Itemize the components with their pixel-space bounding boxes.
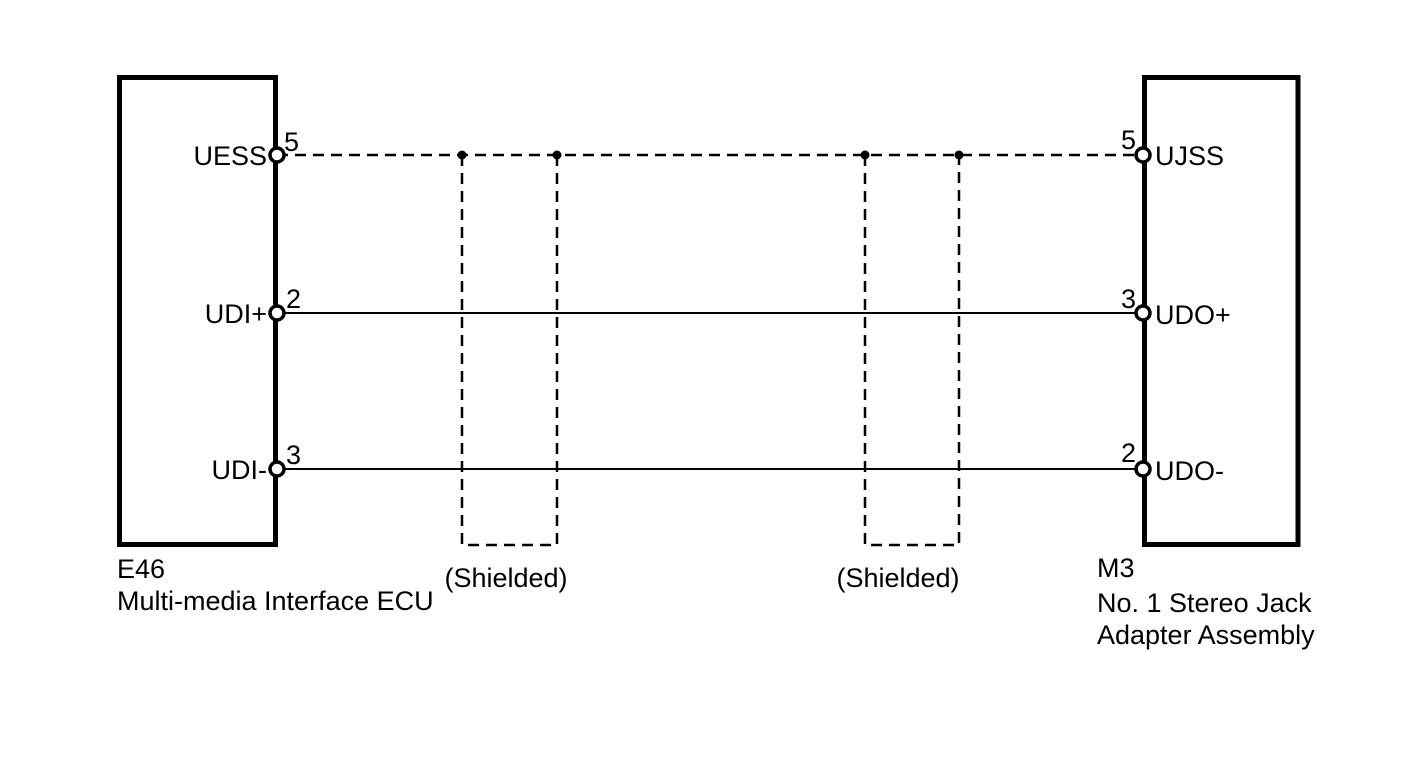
shield-box-1 bbox=[460, 155, 559, 547]
shield-box-2 bbox=[863, 155, 961, 547]
left-pin-label-udiminus: UDI- bbox=[212, 455, 268, 485]
right-pin-terminal-udoplus bbox=[1134, 304, 1152, 322]
left-pin-terminal-uess bbox=[268, 146, 286, 164]
shield-junction-dot bbox=[457, 150, 467, 160]
shield-junction-dot bbox=[860, 150, 870, 160]
wire-group bbox=[277, 153, 1143, 470]
left-component-code: E46 bbox=[117, 554, 165, 584]
right-pin-label-ujss: UJSS bbox=[1155, 141, 1224, 171]
shield-group: (Shielded) (Shielded) bbox=[444, 150, 964, 593]
left-connector: UESS UDI+ UDI- 5 2 3 E46 Multi-media Int… bbox=[117, 75, 434, 616]
left-pin-label-udiplus: UDI+ bbox=[205, 299, 267, 329]
shield-label-1: (Shielded) bbox=[444, 563, 567, 593]
shield-junction-dot bbox=[954, 150, 964, 160]
right-component-code: M3 bbox=[1097, 553, 1135, 583]
left-pin-number-2: 2 bbox=[286, 284, 301, 314]
right-component-name-line1: No. 1 Stereo Jack bbox=[1097, 588, 1312, 618]
left-pin-label-uess: UESS bbox=[193, 141, 267, 171]
right-pin-label-udoplus: UDO+ bbox=[1155, 300, 1231, 330]
left-connector-box bbox=[117, 75, 278, 547]
right-pin-label-udominus: UDO- bbox=[1155, 456, 1224, 486]
right-pin-number-5: 5 bbox=[1121, 125, 1136, 155]
right-connector-box bbox=[1142, 75, 1301, 547]
shield-junction-dot bbox=[552, 150, 562, 160]
right-pin-number-2: 2 bbox=[1121, 438, 1136, 468]
right-pin-number-3: 3 bbox=[1121, 284, 1136, 314]
left-pin-terminal-udiminus bbox=[268, 460, 286, 478]
left-pin-number-3: 3 bbox=[286, 440, 301, 470]
right-component-name-line2: Adapter Assembly bbox=[1097, 620, 1315, 650]
left-pin-number-5: 5 bbox=[284, 127, 299, 157]
right-pin-terminal-ujss bbox=[1134, 146, 1152, 164]
left-pin-terminal-udiplus bbox=[268, 304, 286, 322]
right-connector: UJSS UDO+ UDO- 5 3 2 M3 No. 1 Stereo Jac… bbox=[1097, 75, 1315, 650]
shield-label-2: (Shielded) bbox=[836, 563, 959, 593]
left-component-name: Multi-media Interface ECU bbox=[117, 586, 434, 616]
right-pin-terminal-udominus bbox=[1134, 460, 1152, 478]
